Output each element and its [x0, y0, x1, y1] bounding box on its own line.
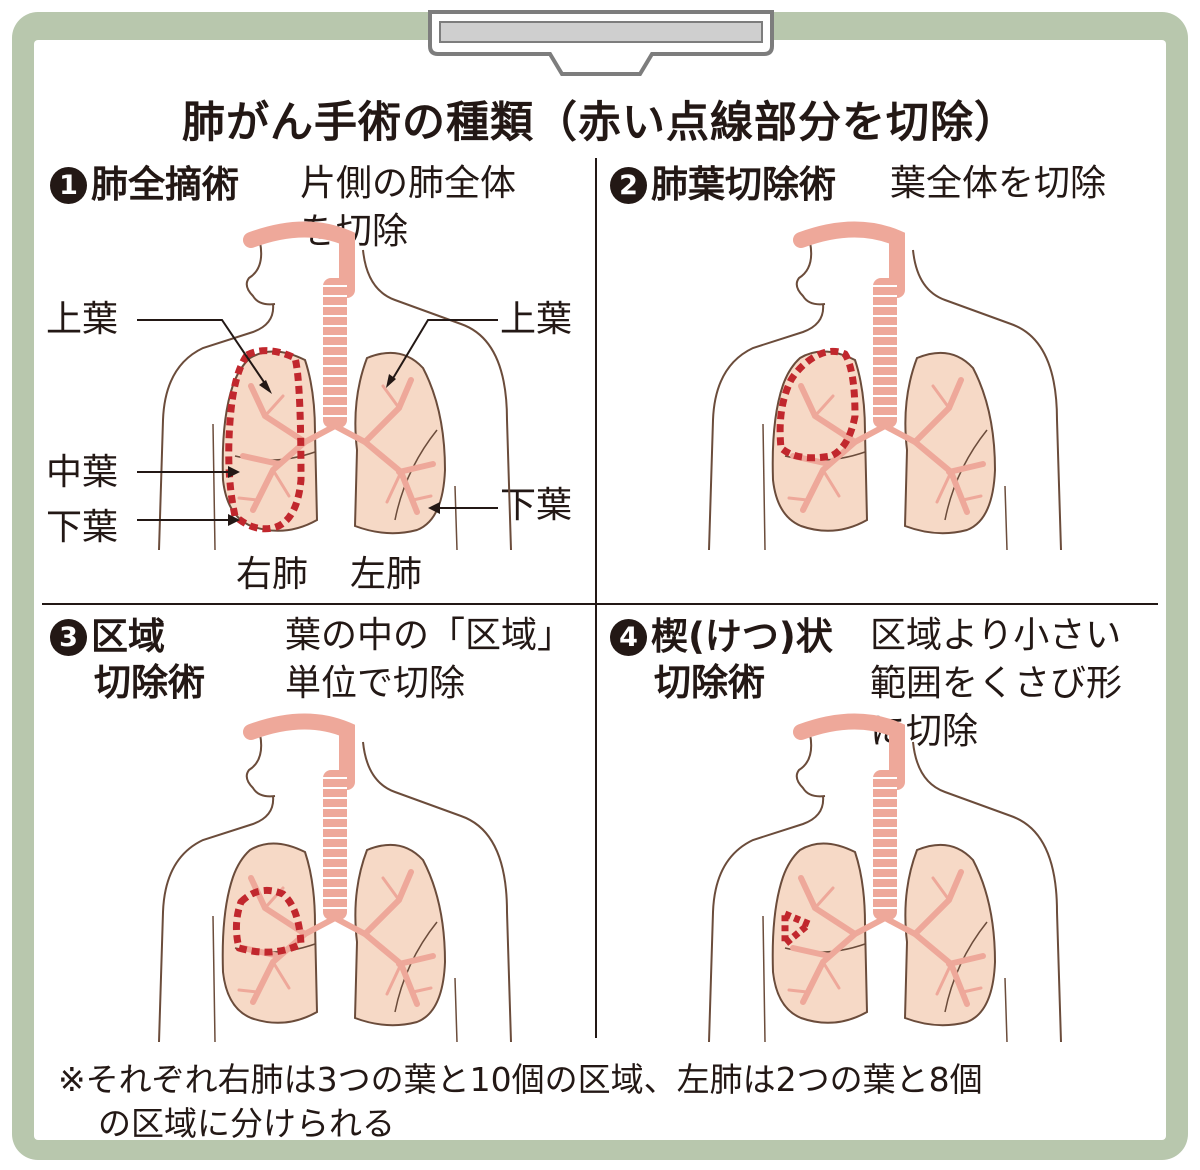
- desc-line: 範囲をくさび形: [870, 663, 1123, 704]
- desc-line: 単位で切除: [285, 663, 466, 704]
- footnote-line: ※それぞれ右肺は3つの葉と10個の区域、左肺は2つの葉と8個: [58, 1060, 983, 1099]
- panel-4-name: 楔(けつ)状: [651, 615, 833, 658]
- label-lower-lobe-right: 下葉: [46, 507, 119, 548]
- number-badge: 1: [50, 167, 87, 204]
- desc-line: 葉全体を切除: [890, 163, 1107, 204]
- panel-2-name: 肺葉切除術: [651, 163, 836, 206]
- label-left-lung: 左肺: [350, 554, 423, 595]
- divider-vertical: [595, 158, 597, 1038]
- number-badge: 3: [50, 619, 87, 656]
- panel-3-desc: 葉の中の「区域」単位で切除: [285, 612, 573, 708]
- torso-illustration-2: [708, 221, 1062, 551]
- divider-horizontal: [42, 603, 1158, 605]
- number-badge: 4: [610, 619, 647, 656]
- torso-illustration-1: [158, 221, 512, 551]
- desc-line: 区域より小さい: [870, 615, 1122, 656]
- panel-3-name: 区域: [91, 615, 165, 658]
- page-title: 肺がん手術の種類（赤い点線部分を切除）: [182, 98, 1018, 148]
- footnote: ※それぞれ右肺は3つの葉と10個の区域、左肺は2つの葉と8個 の区域に分けられる: [58, 1058, 983, 1146]
- desc-line: 片側の肺全体: [300, 163, 517, 204]
- label-right-lung: 右肺: [236, 554, 309, 595]
- clipboard-clip-icon: [428, 10, 774, 76]
- label-upper-lobe-right: 上葉: [46, 299, 119, 340]
- torso-illustration-3: [158, 713, 512, 1043]
- panel-4-name-line2: 切除術: [654, 661, 765, 704]
- label-lower-lobe-left: 下葉: [500, 485, 573, 526]
- panel-1-name: 肺全摘術: [91, 163, 239, 206]
- desc-line: 葉の中の「区域」: [285, 615, 574, 656]
- label-middle-lobe: 中葉: [46, 452, 119, 493]
- footnote-line: の区域に分けられる: [98, 1104, 395, 1143]
- number-badge: 2: [610, 167, 647, 204]
- panel-3-name-line2: 切除術: [94, 661, 205, 704]
- label-upper-lobe-left: 上葉: [500, 299, 573, 340]
- torso-illustration-4: [708, 713, 1062, 1043]
- panel-2-desc: 葉全体を切除: [890, 160, 1106, 208]
